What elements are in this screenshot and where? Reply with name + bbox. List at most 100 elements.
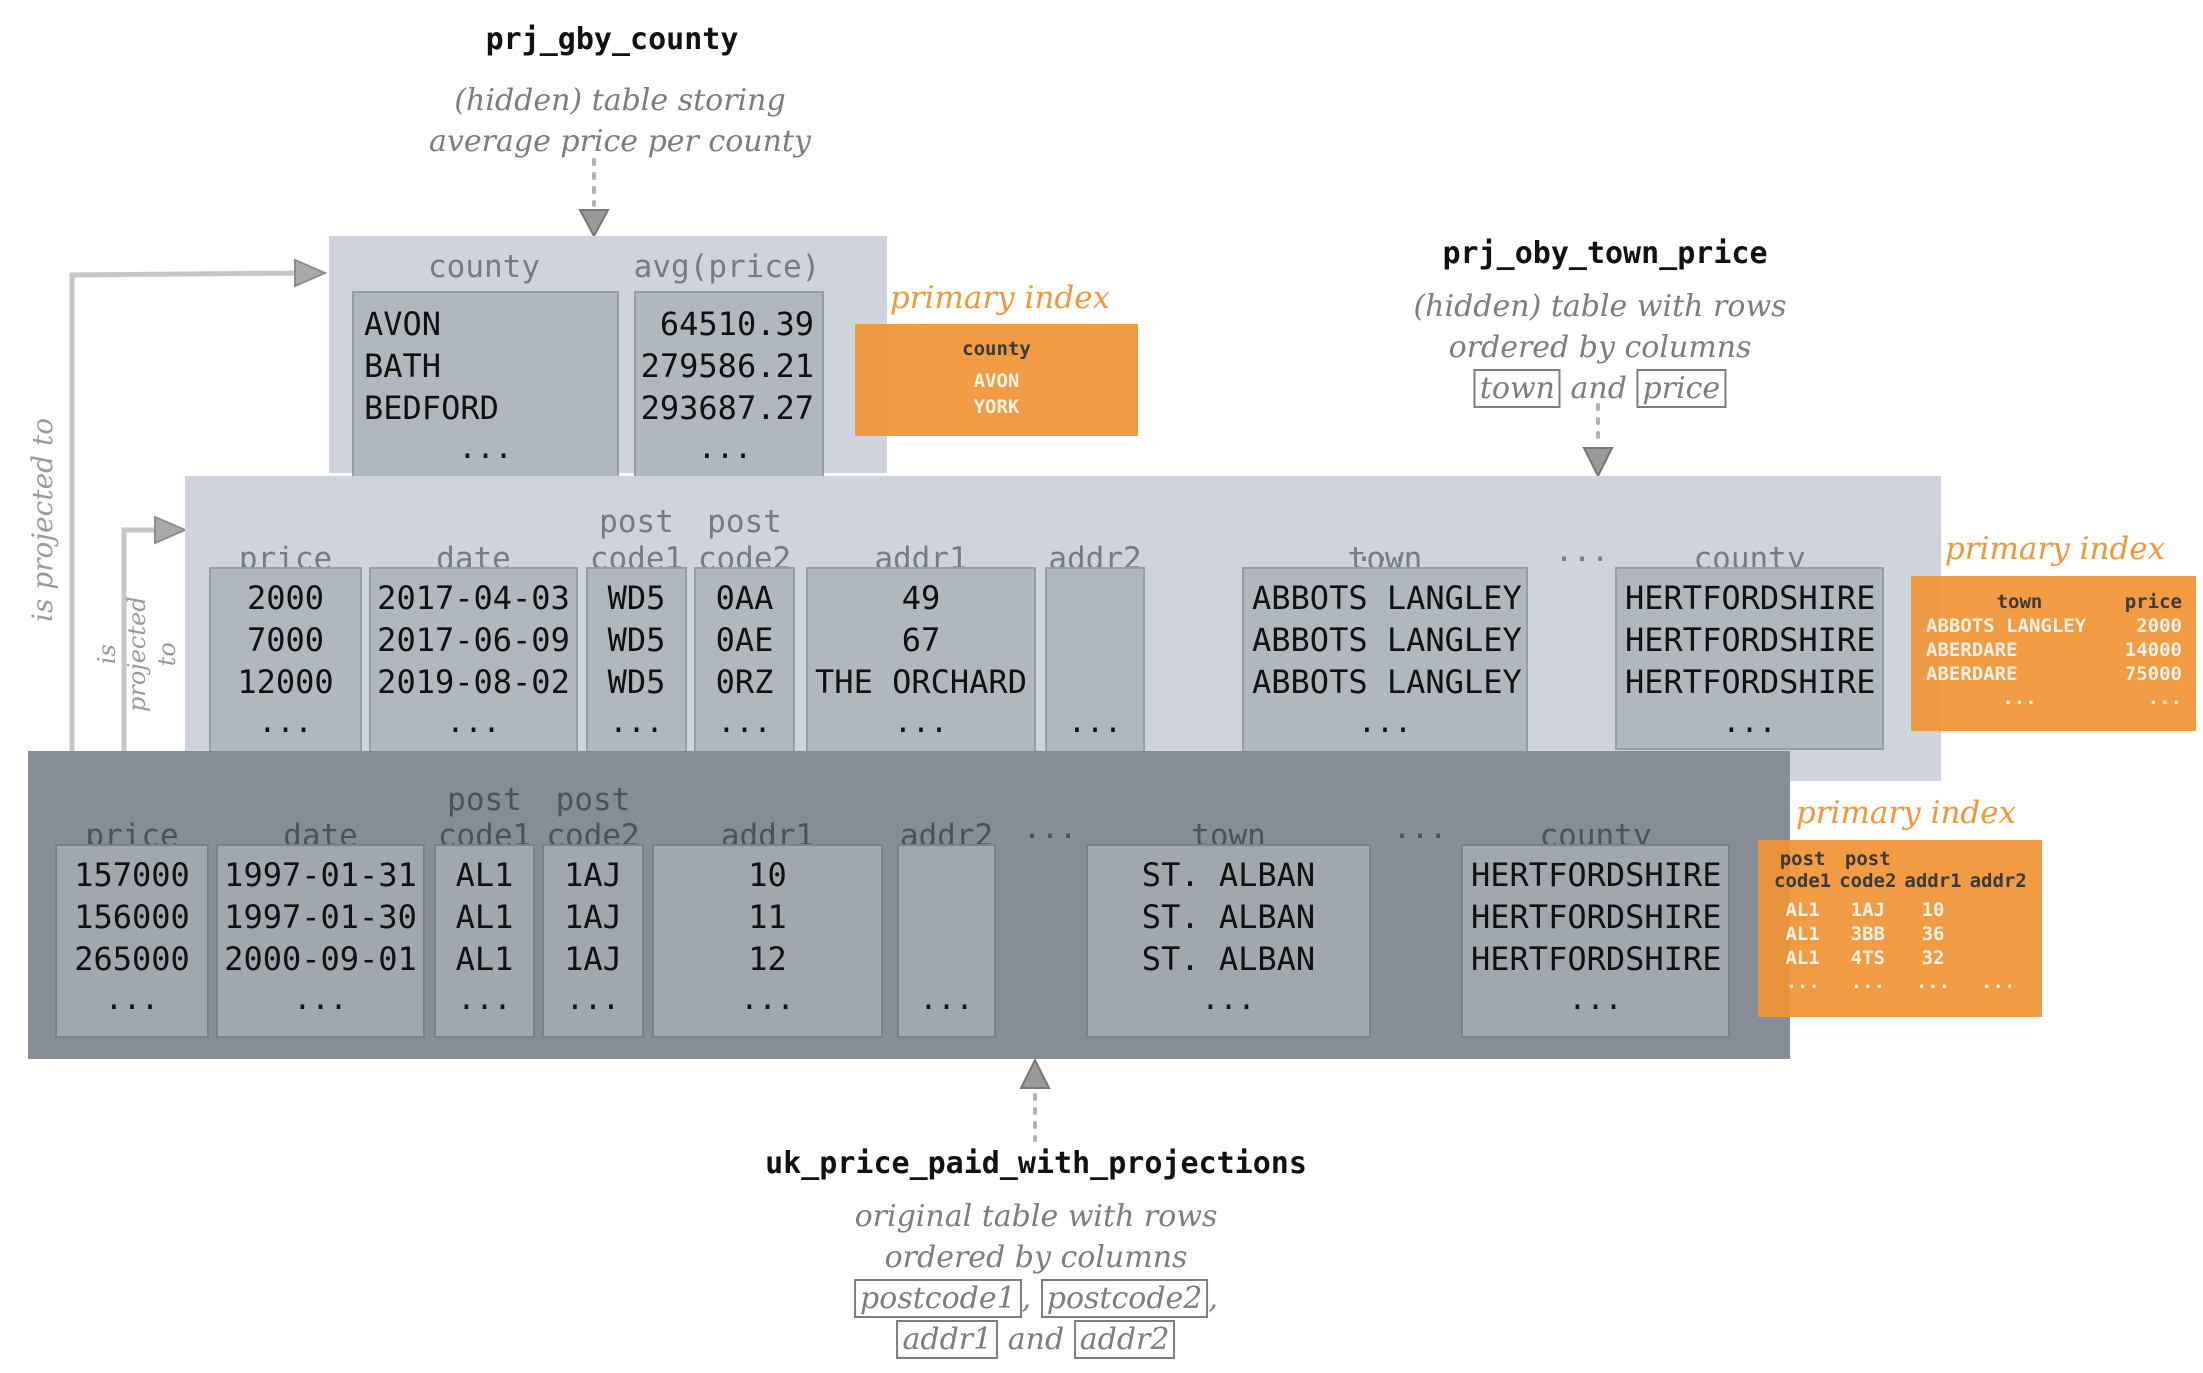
index-value bbox=[1966, 922, 2031, 946]
column-cell-addr2: ... bbox=[1045, 567, 1145, 777]
note-keys: addr1 and addr2 bbox=[854, 1319, 1218, 1360]
cell-value: 0AA bbox=[715, 579, 774, 617]
cell-ellipsis: ... bbox=[697, 431, 753, 466]
index-header: price bbox=[2124, 591, 2182, 613]
down-arrow-icon bbox=[1582, 447, 1614, 479]
column-header-top: post bbox=[555, 782, 631, 818]
prj-gby-county-title: prj_gby_county bbox=[485, 22, 739, 57]
cell-value: HERTFORDSHIRE bbox=[1625, 621, 1876, 659]
cell-value: 2000-09-01 bbox=[224, 940, 417, 978]
cell-ellipsis: ... bbox=[258, 705, 313, 740]
cell-value bbox=[899, 896, 994, 938]
note-line: (hidden) table with rows bbox=[1413, 289, 1787, 324]
cell-value: BEDFORD bbox=[364, 389, 499, 427]
omitted-columns-ellipsis: ... bbox=[1023, 811, 1078, 846]
cell-value: 12 bbox=[748, 940, 787, 978]
primary-index-label: primary index bbox=[1795, 795, 2017, 831]
index-value: ABBOTS LANGLEY bbox=[1926, 615, 2087, 637]
index-value bbox=[1966, 898, 2031, 922]
key-column-addr1: addr1 bbox=[896, 1320, 999, 1359]
cell-value bbox=[1047, 619, 1143, 661]
note-line: ordered by columns bbox=[1448, 330, 1752, 365]
index-value: 4TS bbox=[1850, 947, 1885, 969]
cell-value: 1AJ bbox=[564, 898, 622, 936]
cell-value: 0AE bbox=[715, 621, 774, 659]
cell-value: 10 bbox=[748, 856, 787, 894]
index-value: 10 bbox=[1921, 899, 1945, 921]
index-header: code2 bbox=[1839, 870, 1897, 892]
column-cell-price: 157000 156000 265000... bbox=[55, 844, 209, 1038]
inner-arrow-head-icon bbox=[154, 515, 188, 545]
index-header: post bbox=[1779, 848, 1826, 870]
index-value: 32 bbox=[1921, 947, 1945, 969]
outer-projection-label: is projected to bbox=[26, 417, 59, 622]
primary-index-label: primary index bbox=[889, 280, 1111, 316]
uk-price-paid-title: uk_price_paid_with_projections bbox=[765, 1146, 1307, 1181]
index-value bbox=[1966, 946, 2031, 970]
inner-label-line: projected bbox=[123, 596, 151, 712]
index-value: 75000 bbox=[2124, 663, 2182, 685]
note-line: ordered by columns bbox=[884, 1240, 1188, 1275]
index-value: 14000 bbox=[2124, 639, 2182, 661]
cell-value: ST. ALBAN bbox=[1141, 898, 1316, 936]
cell-ellipsis: ... bbox=[919, 982, 974, 1017]
key-column-addr2: addr2 bbox=[1073, 1320, 1176, 1359]
cell-value: 1997-01-30 bbox=[224, 898, 417, 936]
cell-value: 64510.39 bbox=[659, 305, 814, 343]
index-value: 3BB bbox=[1850, 923, 1885, 945]
cell-value: 157000 bbox=[74, 856, 190, 894]
cell-value: ST. ALBAN bbox=[1141, 856, 1316, 894]
cell-ellipsis: ... bbox=[609, 705, 664, 740]
cell-ellipsis: ... bbox=[1067, 705, 1123, 740]
prj-oby-town-price-note: (hidden) table with rows ordered by colu… bbox=[1413, 286, 1787, 409]
cell-value: HERTFORDSHIRE bbox=[1471, 856, 1722, 894]
cell-ellipsis: ... bbox=[104, 982, 160, 1017]
up-arrow-icon bbox=[1019, 1057, 1051, 1089]
note-and: and bbox=[1570, 371, 1627, 406]
cell-ellipsis: ... bbox=[293, 982, 348, 1017]
index-header: post bbox=[1844, 848, 1891, 870]
index-value: 2000 bbox=[2136, 615, 2182, 637]
down-arrow-icon bbox=[578, 209, 610, 239]
cell-value: 265000 bbox=[74, 940, 190, 978]
column-cell-avg-price: 64510.39 279586.21 293687.27 ... bbox=[634, 291, 824, 481]
note-comma: , bbox=[1021, 1281, 1032, 1316]
omitted-columns-ellipsis: ... bbox=[1355, 534, 1410, 569]
index-value: 1AJ bbox=[1850, 899, 1885, 921]
cell-value: ABBOTS LANGLEY bbox=[1252, 621, 1522, 659]
cell-ellipsis: ... bbox=[1568, 982, 1623, 1017]
cell-value: 156000 bbox=[74, 898, 190, 936]
column-header-top: post bbox=[707, 504, 782, 540]
prj-oby-town-price-title: prj_oby_town_price bbox=[1442, 236, 1768, 271]
cell-value: 49 bbox=[901, 579, 941, 617]
index-value: AL1 bbox=[1785, 923, 1820, 945]
prj-gby-county-table: county avg(price) AVON BATH BEDFORD ... … bbox=[329, 236, 887, 481]
cell-value: 293687.27 bbox=[640, 389, 814, 427]
cell-value: THE ORCHARD bbox=[815, 663, 1027, 701]
note-keys: town and price bbox=[1413, 368, 1786, 409]
cell-ellipsis: ... bbox=[1722, 705, 1777, 740]
cell-value: 1997-01-31 bbox=[224, 856, 417, 894]
cell-ellipsis: ... bbox=[1357, 705, 1413, 740]
cell-value: AVON bbox=[364, 305, 442, 343]
index-value: ... bbox=[2147, 687, 2182, 709]
cell-value: 2017-04-03 bbox=[377, 579, 570, 617]
cell-ellipsis: ... bbox=[457, 982, 512, 1017]
cell-value: AL1 bbox=[455, 940, 514, 978]
index-header: county bbox=[962, 338, 1031, 360]
prj-gby-county-note: (hidden) table storing average price per… bbox=[429, 80, 811, 162]
cell-ellipsis: ... bbox=[565, 982, 621, 1017]
column-header-top: post bbox=[599, 504, 674, 540]
cell-value: 2000 bbox=[246, 579, 325, 617]
